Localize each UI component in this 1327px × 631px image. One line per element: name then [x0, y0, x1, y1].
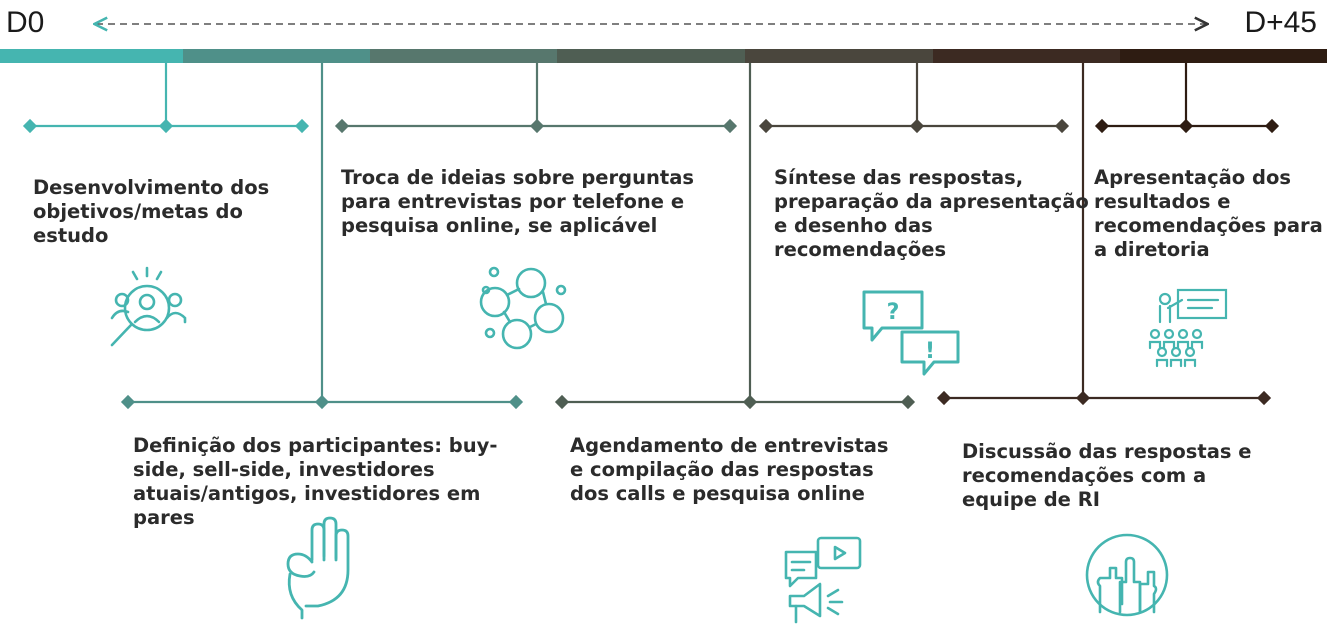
step-4-connector — [554, 63, 916, 410]
step-6-text: Discussão das respostas e recomendações … — [962, 440, 1252, 511]
network-people-icon — [479, 266, 567, 350]
chat-megaphone-icon — [784, 536, 862, 624]
step-5-connector — [758, 63, 1070, 134]
timeline-band — [0, 49, 1327, 63]
step-3-text: Troca de ideias sobre perguntas para ent… — [341, 166, 694, 237]
band-segment — [745, 49, 933, 63]
start-day-label: D0 — [6, 6, 45, 39]
band-segment — [933, 49, 1120, 63]
band-segment — [370, 49, 557, 63]
step-7-text: Apresentação dos resultados e recomendaç… — [1094, 166, 1323, 261]
step-1-connector — [22, 63, 310, 134]
presentation-audience-icon — [1148, 288, 1228, 368]
step-2-text: Definição dos participantes: buy-side, s… — [133, 434, 498, 529]
svg-text:!: ! — [925, 339, 935, 364]
end-day-label: D+45 — [1244, 6, 1317, 39]
band-segment — [0, 49, 183, 63]
step-2-connector — [120, 63, 524, 410]
band-segment — [1120, 49, 1327, 63]
step-7-connector — [1094, 63, 1280, 134]
step-3-connector — [334, 63, 738, 134]
step-6-connector — [936, 63, 1272, 406]
step-connectors — [22, 63, 1280, 410]
speech-bubbles-icon: ? ! — [862, 290, 960, 376]
raised-hands-icon — [1085, 533, 1169, 617]
step-1-text: Desenvolvimento dos objetivos/metas do e… — [33, 176, 270, 247]
step-4-text: Agendamento de entrevistas e compilação … — [570, 434, 889, 505]
band-segment — [557, 49, 745, 63]
svg-text:?: ? — [887, 300, 900, 325]
magnifier-people-icon — [110, 266, 187, 347]
ok-hand-icon — [286, 516, 350, 620]
band-segment — [183, 49, 370, 63]
step-5-text: Síntese das respostas, preparação da apr… — [774, 166, 1089, 261]
